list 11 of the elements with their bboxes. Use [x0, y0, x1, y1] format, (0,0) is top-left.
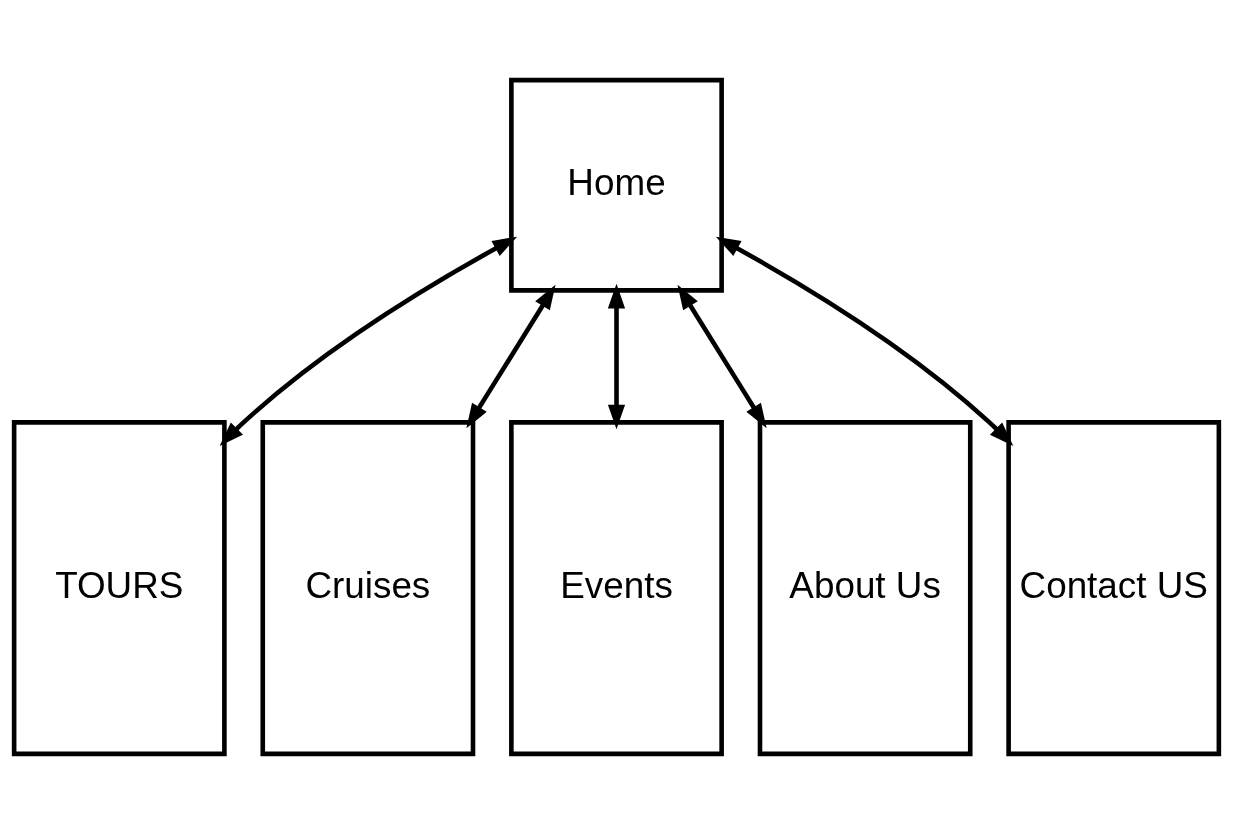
node-box: Events — [509, 420, 724, 757]
node-box: TOURS — [11, 420, 227, 757]
node-box: About Us — [757, 420, 973, 757]
node-box: Cruises — [260, 420, 476, 757]
node-box: Home — [509, 77, 724, 293]
node-box: Contact US — [1006, 420, 1222, 757]
arrow — [607, 283, 626, 430]
arrow — [219, 236, 518, 447]
arrow — [715, 236, 1014, 447]
arrow — [466, 284, 556, 429]
arrow — [677, 284, 767, 429]
